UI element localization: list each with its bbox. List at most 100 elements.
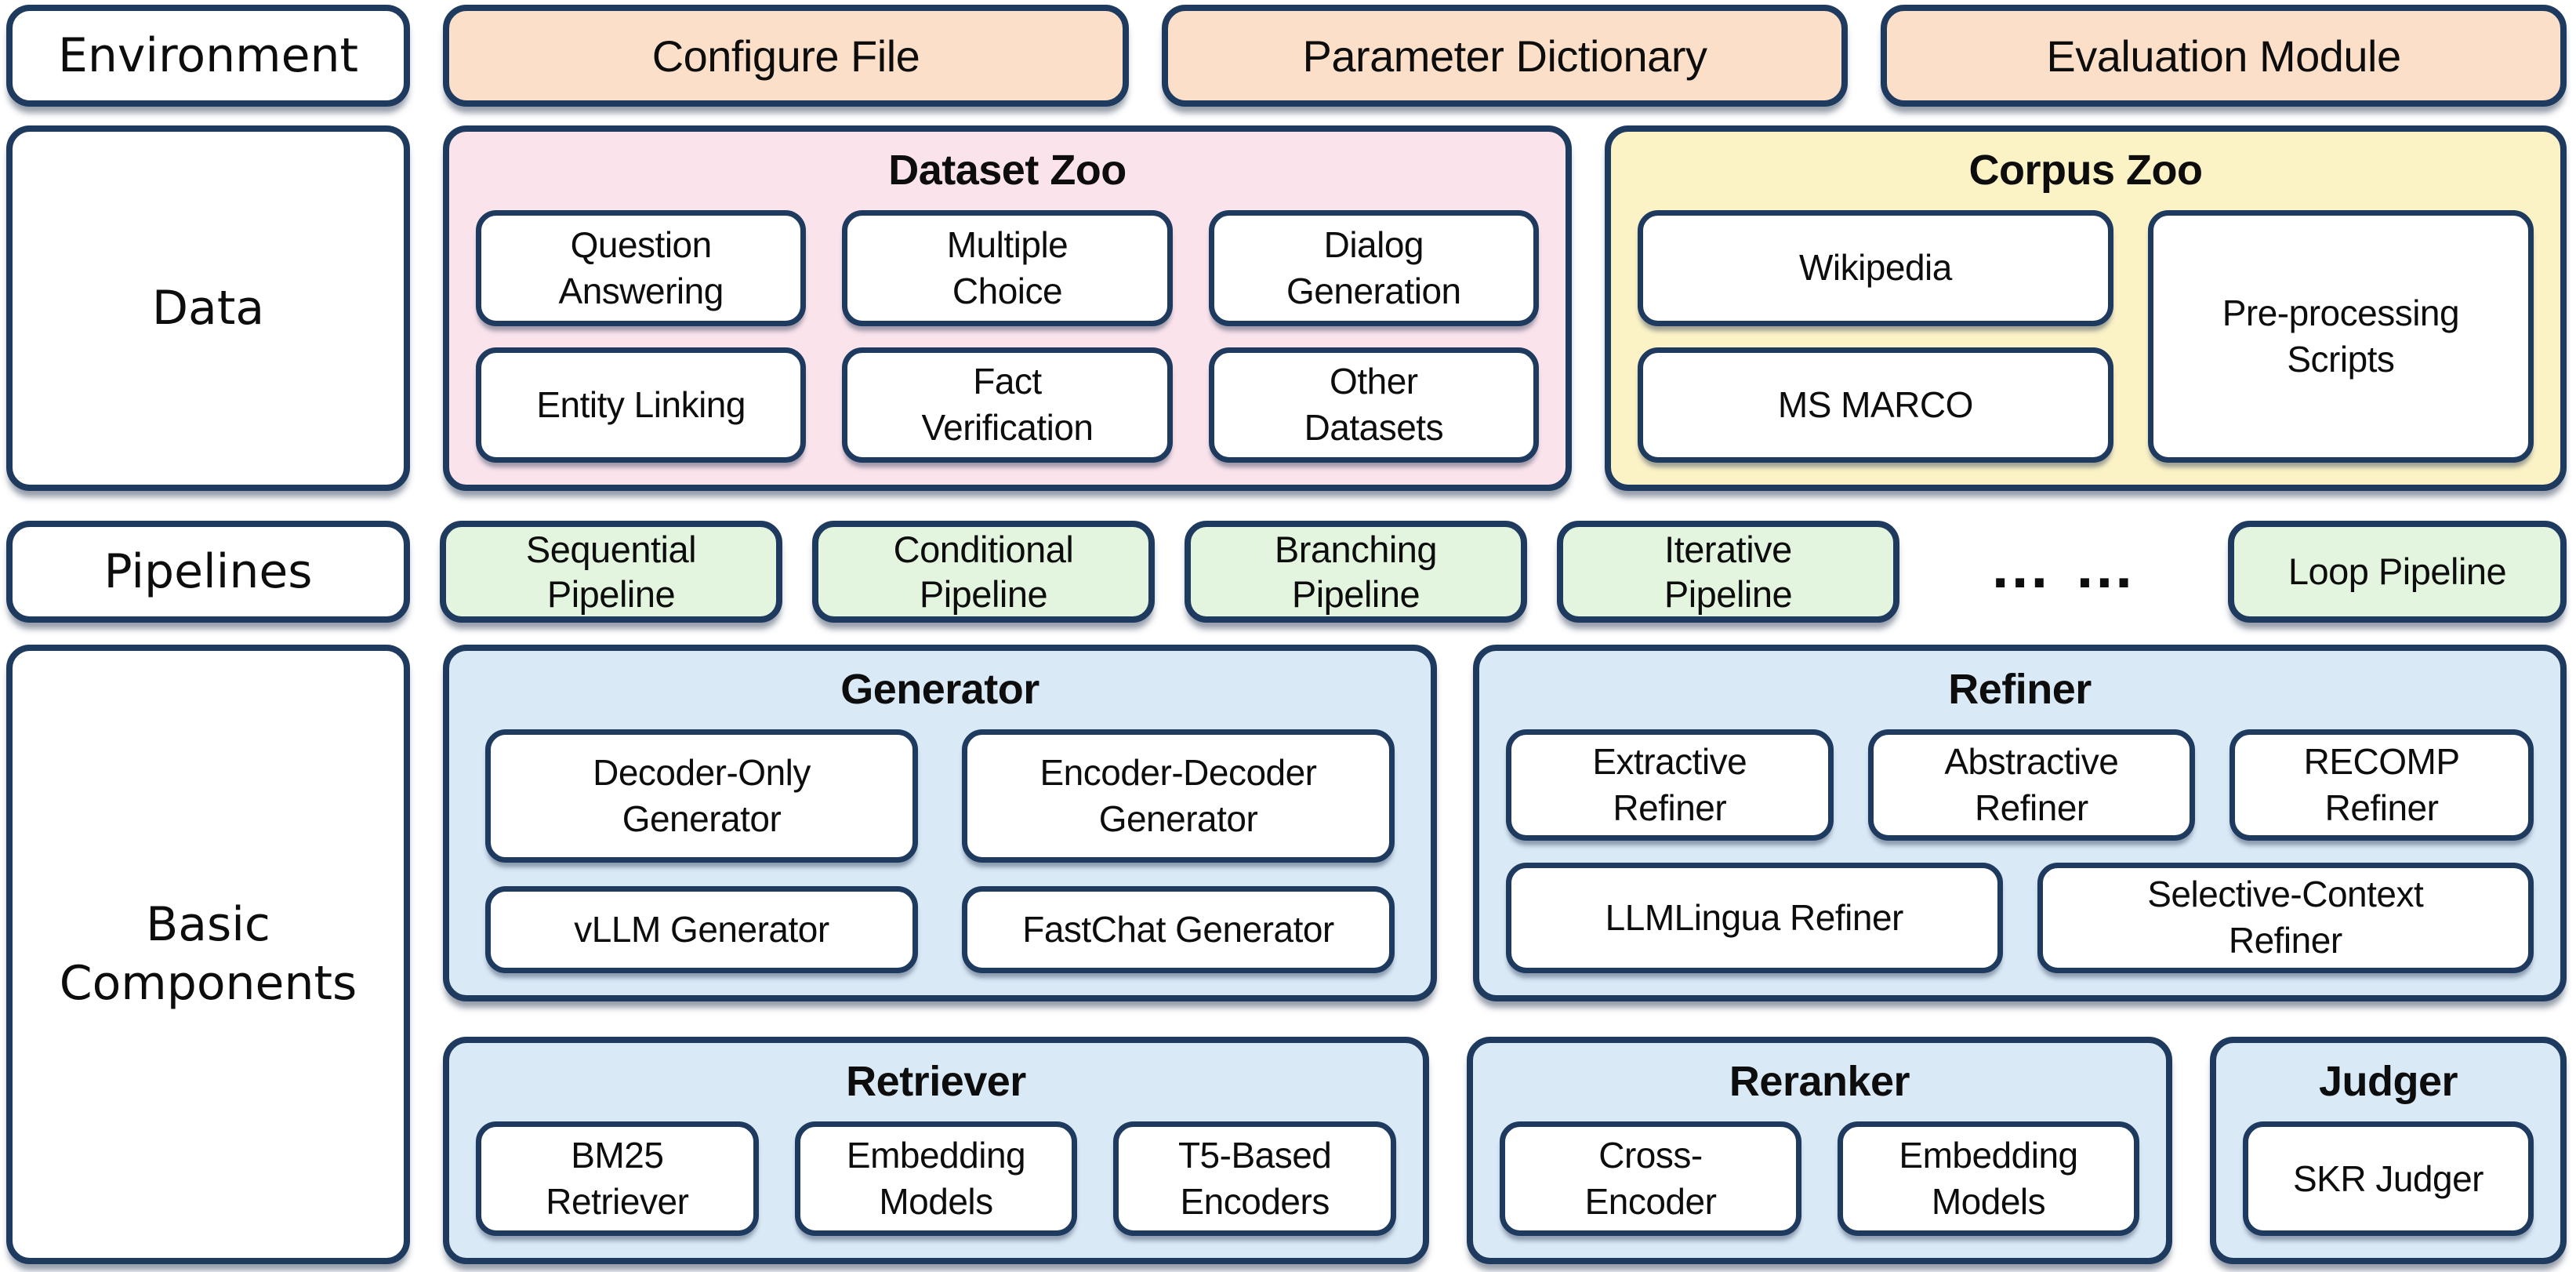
environment-row: Environment Configure File Parameter Dic… [6, 5, 2567, 107]
reranker-grid: Cross- Encoder Embedding Models [1500, 1121, 2139, 1236]
retriever-title: Retriever [846, 1058, 1026, 1105]
dialog-generation-box: Dialog Generation [1208, 210, 1539, 326]
refiner-rows: Extractive Refiner Abstractive Refiner R… [1506, 729, 2534, 973]
entity-linking-box: Entity Linking [476, 347, 807, 463]
recomp-refiner-box: RECOMP Refiner [2230, 729, 2534, 841]
preprocessing-scripts-box: Pre-processing Scripts [2147, 210, 2534, 463]
bm25-retriever-box: BM25 Retriever [476, 1121, 759, 1236]
bm25-retriever-label: BM25 Retriever [546, 1135, 689, 1222]
refiner-row-2: LLMLingua Refiner Selective-Context Refi… [1506, 862, 2534, 973]
dialog-generation-label: Dialog Generation [1286, 224, 1461, 311]
extractive-refiner-label: Extractive Refiner [1592, 740, 1747, 828]
t5-based-encoders-box: T5-Based Encoders [1113, 1121, 1397, 1236]
selective-context-refiner-label: Selective-Context Refiner [2147, 874, 2424, 961]
basic-components-label-box: Basic Components [6, 645, 410, 1264]
cross-encoder-label: Cross- Encoder [1584, 1135, 1717, 1222]
basic-components-top-row: Generator Decoder-Only Generator Encoder… [443, 645, 2567, 1001]
corpus-zoo-body: Wikipedia MS MARCO Pre-processing Script… [1638, 210, 2534, 463]
data-row: Data Dataset Zoo Question Answering Mult… [6, 125, 2567, 491]
llmlingua-refiner-box: LLMLingua Refiner [1506, 862, 2003, 973]
conditional-pipeline-label: Conditional Pipeline [893, 528, 1074, 615]
corpus-zoo-title: Corpus Zoo [1968, 147, 2203, 194]
generator-title: Generator [840, 666, 1039, 713]
configure-file-label: Configure File [651, 31, 920, 81]
sequential-pipeline-label: Sequential Pipeline [525, 528, 697, 615]
evaluation-module-box: Evaluation Module [1881, 5, 2567, 107]
basic-components-content: Generator Decoder-Only Generator Encoder… [443, 645, 2567, 1264]
preprocessing-scripts-label: Pre-processing Scripts [2222, 293, 2460, 380]
embedding-models-reranker-label: Embedding Models [1899, 1135, 2078, 1222]
decoder-only-generator-box: Decoder-Only Generator [485, 729, 918, 863]
recomp-refiner-label: RECOMP Refiner [2303, 740, 2460, 828]
generator-grid: Decoder-Only Generator Encoder-Decoder G… [485, 729, 1395, 973]
entity-linking-label: Entity Linking [536, 383, 746, 425]
configure-file-box: Configure File [443, 5, 1129, 107]
basic-components-bottom-row: Retriever BM25 Retriever Embedding Model… [443, 1037, 2567, 1264]
reranker-panel: Reranker Cross- Encoder Embedding Models [1467, 1037, 2172, 1264]
t5-based-encoders-label: T5-Based Encoders [1177, 1135, 1332, 1222]
data-label: Data [151, 280, 265, 336]
loop-pipeline-label: Loop Pipeline [2288, 551, 2507, 593]
environment-label-box: Environment [6, 5, 410, 107]
skr-judger-box: SKR Judger [2243, 1121, 2534, 1236]
cross-encoder-box: Cross- Encoder [1500, 1121, 1801, 1236]
dataset-zoo-panel: Dataset Zoo Question Answering Multiple … [443, 125, 1572, 491]
judger-panel: Judger SKR Judger [2210, 1037, 2567, 1264]
retriever-grid: BM25 Retriever Embedding Models T5-Based… [476, 1121, 1397, 1236]
environment-label: Environment [57, 27, 359, 83]
data-label-box: Data [6, 125, 410, 491]
generator-panel: Generator Decoder-Only Generator Encoder… [443, 645, 1437, 1001]
basic-components-row: Basic Components Generator Decoder-Only … [6, 645, 2567, 1264]
parameter-dictionary-box: Parameter Dictionary [1162, 5, 1848, 107]
embedding-models-retriever-box: Embedding Models [794, 1121, 1078, 1236]
iterative-pipeline-label: Iterative Pipeline [1664, 528, 1793, 615]
vllm-generator-box: vLLM Generator [485, 885, 918, 973]
conditional-pipeline-box: Conditional Pipeline [812, 521, 1155, 623]
fastchat-generator-box: FastChat Generator [962, 885, 1395, 973]
pipelines-label-box: Pipelines [6, 521, 410, 623]
iterative-pipeline-box: Iterative Pipeline [1557, 521, 1899, 623]
abstractive-refiner-label: Abstractive Refiner [1944, 740, 2119, 828]
embedding-models-reranker-box: Embedding Models [1838, 1121, 2139, 1236]
wikipedia-box: Wikipedia [1638, 210, 2113, 326]
question-answering-label: Question Answering [558, 224, 724, 311]
ms-marco-label: MS MARCO [1777, 383, 1974, 425]
branching-pipeline-box: Branching Pipeline [1185, 521, 1527, 623]
refiner-row-1: Extractive Refiner Abstractive Refiner R… [1506, 729, 2534, 841]
corpus-zoo-left-column: Wikipedia MS MARCO [1638, 210, 2113, 463]
abstractive-refiner-box: Abstractive Refiner [1867, 729, 2196, 841]
judger-title: Judger [2318, 1058, 2458, 1105]
fastchat-generator-label: FastChat Generator [1022, 909, 1334, 950]
dataset-zoo-grid: Question Answering Multiple Choice Dialo… [476, 210, 1539, 463]
embedding-models-retriever-label: Embedding Models [846, 1135, 1026, 1222]
branching-pipeline-label: Branching Pipeline [1274, 528, 1438, 615]
other-datasets-box: Other Datasets [1208, 347, 1539, 463]
pipeline-ellipsis: … … [1989, 531, 2139, 601]
question-answering-box: Question Answering [476, 210, 807, 326]
judger-grid: SKR Judger [2243, 1121, 2534, 1236]
corpus-zoo-panel: Corpus Zoo Wikipedia MS MARCO Pre-proces… [1605, 125, 2567, 491]
reranker-title: Reranker [1729, 1058, 1910, 1105]
pipelines-label: Pipelines [103, 543, 313, 599]
ms-marco-box: MS MARCO [1638, 347, 2113, 463]
decoder-only-generator-label: Decoder-Only Generator [593, 752, 811, 839]
llmlingua-refiner-label: LLMLingua Refiner [1605, 896, 1904, 938]
fact-verification-box: Fact Verification [842, 347, 1173, 463]
refiner-panel: Refiner Extractive Refiner Abstractive R… [1473, 645, 2567, 1001]
refiner-title: Refiner [1948, 666, 2092, 713]
encoder-decoder-generator-label: Encoder-Decoder Generator [1039, 752, 1317, 839]
evaluation-module-label: Evaluation Module [2046, 31, 2401, 81]
loop-pipeline-box: Loop Pipeline [2228, 521, 2567, 623]
sequential-pipeline-box: Sequential Pipeline [440, 521, 782, 623]
skr-judger-label: SKR Judger [2292, 1158, 2484, 1199]
parameter-dictionary-label: Parameter Dictionary [1302, 31, 1707, 81]
multiple-choice-label: Multiple Choice [946, 224, 1068, 311]
wikipedia-label: Wikipedia [1798, 247, 1952, 289]
pipelines-row: Pipelines Sequential Pipeline Conditiona… [6, 521, 2567, 623]
vllm-generator-label: vLLM Generator [574, 909, 829, 950]
encoder-decoder-generator-box: Encoder-Decoder Generator [962, 729, 1395, 863]
retriever-panel: Retriever BM25 Retriever Embedding Model… [443, 1037, 1429, 1264]
basic-components-label: Basic Components [59, 897, 357, 1011]
selective-context-refiner-box: Selective-Context Refiner [2037, 862, 2534, 973]
